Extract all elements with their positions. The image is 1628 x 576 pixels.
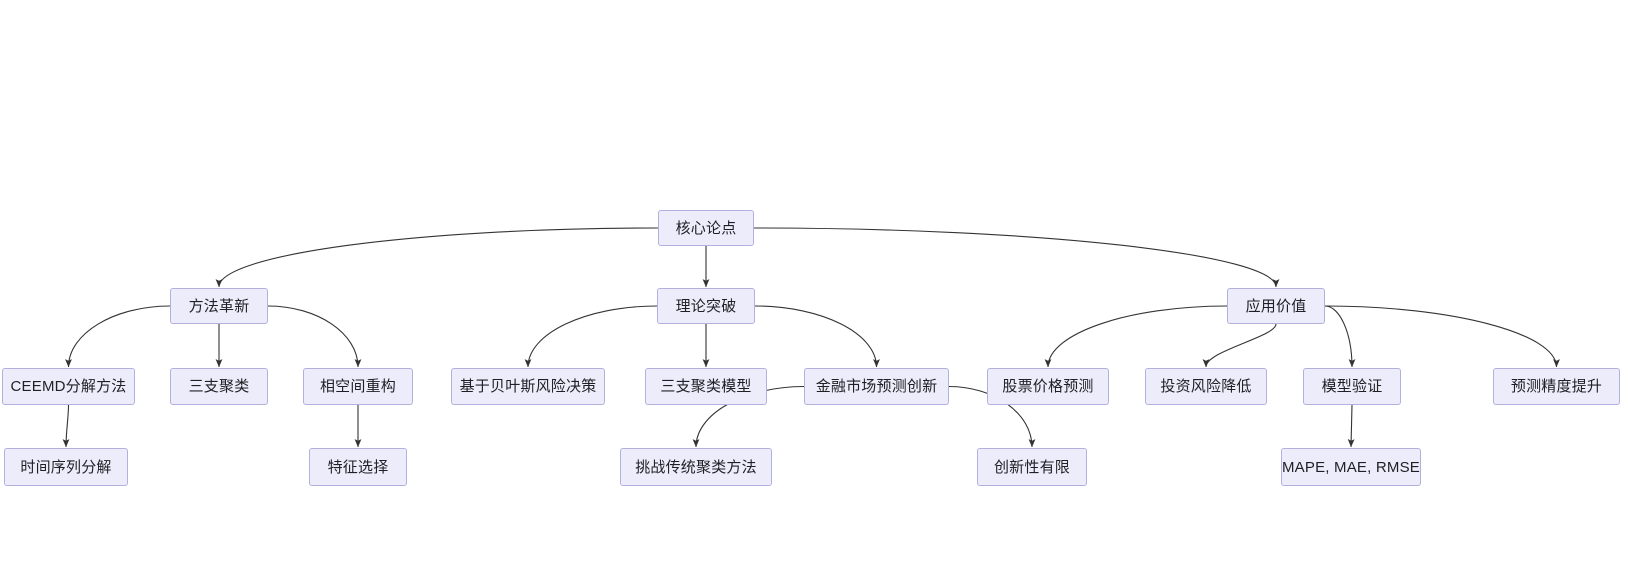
node-label: 应用价值 xyxy=(1245,297,1307,315)
edge-l1b-to-l2d xyxy=(524,305,658,368)
edge-l1c-to-l2g xyxy=(1044,305,1228,368)
node-l2b[interactable]: 三支聚类 xyxy=(170,368,268,405)
node-label: 相空间重构 xyxy=(319,378,396,395)
node-label: CEEMD分解方法 xyxy=(10,378,127,395)
node-label: 三支聚类模型 xyxy=(660,378,752,395)
node-l2c[interactable]: 相空间重构 xyxy=(303,368,413,405)
edge-l1a-to-l2c xyxy=(267,305,362,368)
node-l2j[interactable]: 预测精度提升 xyxy=(1493,368,1620,405)
node-l2g[interactable]: 股票价格预测 xyxy=(987,368,1109,405)
node-l2i[interactable]: 模型验证 xyxy=(1303,368,1401,405)
node-l3e[interactable]: MAPE, MAE, RMSE xyxy=(1281,448,1421,486)
node-l3b[interactable]: 特征选择 xyxy=(309,448,407,486)
edge-root-to-l1a xyxy=(215,227,659,288)
node-l2e[interactable]: 三支聚类模型 xyxy=(645,368,767,405)
node-label: 创新性有限 xyxy=(993,458,1070,476)
node-label: 模型验证 xyxy=(1321,378,1383,395)
node-label: 预测精度提升 xyxy=(1510,378,1603,395)
node-label: 股票价格预测 xyxy=(1002,378,1094,395)
node-label: 三支聚类 xyxy=(188,378,250,395)
node-root[interactable]: 核心论点 xyxy=(658,210,754,246)
node-label: MAPE, MAE, RMSE xyxy=(1281,458,1421,476)
node-l1c[interactable]: 应用价值 xyxy=(1227,288,1325,324)
node-l2d[interactable]: 基于贝叶斯风险决策 xyxy=(451,368,605,405)
node-l1b[interactable]: 理论突破 xyxy=(657,288,755,324)
node-label: 投资风险降低 xyxy=(1160,378,1252,395)
node-label: 挑战传统聚类方法 xyxy=(635,458,757,476)
edge-l1c-to-l2j xyxy=(1324,305,1560,368)
node-l2h[interactable]: 投资风险降低 xyxy=(1145,368,1267,405)
node-l3d[interactable]: 创新性有限 xyxy=(977,448,1087,486)
node-label: 理论突破 xyxy=(675,297,737,315)
node-l3a[interactable]: 时间序列分解 xyxy=(4,448,128,486)
node-l1a[interactable]: 方法革新 xyxy=(170,288,268,324)
edge-l2i-to-l3e xyxy=(1347,404,1355,448)
node-l2a[interactable]: CEEMD分解方法 xyxy=(2,368,135,405)
node-l2f[interactable]: 金融市场预测创新 xyxy=(804,368,949,405)
edge-root-to-l1c xyxy=(753,227,1280,288)
edge-l1b-to-l2f xyxy=(754,305,880,368)
edge-l1c-to-l2h xyxy=(1202,323,1277,368)
edge-l2a-to-l3a xyxy=(62,404,70,448)
edge-l1c-to-l2i xyxy=(1324,305,1356,368)
node-label: 特征选择 xyxy=(327,458,389,476)
edge-l1a-to-l2a xyxy=(65,305,171,368)
node-label: 金融市场预测创新 xyxy=(815,378,938,395)
node-l3c[interactable]: 挑战传统聚类方法 xyxy=(620,448,772,486)
node-label: 基于贝叶斯风险决策 xyxy=(459,378,597,395)
node-label: 方法革新 xyxy=(188,297,250,315)
node-label: 时间序列分解 xyxy=(20,458,112,476)
edge-group xyxy=(62,227,1560,448)
node-label: 核心论点 xyxy=(675,219,737,237)
